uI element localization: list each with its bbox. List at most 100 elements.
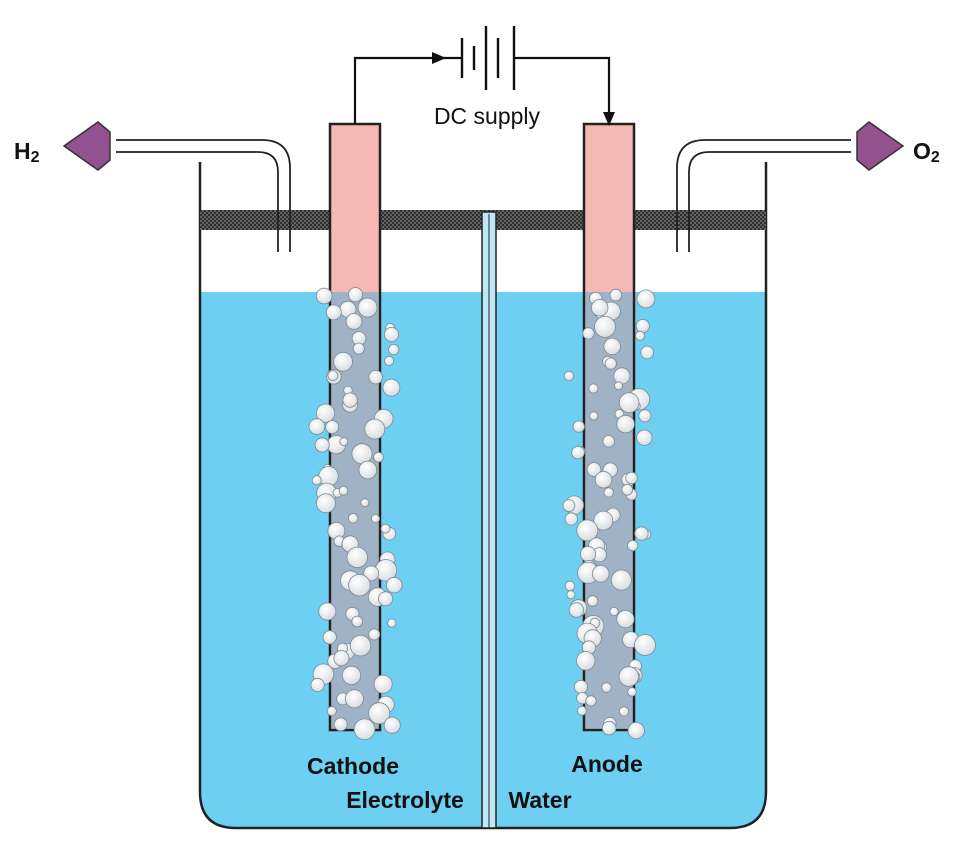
gas-bubble (383, 716, 401, 734)
gas-bubble (580, 546, 597, 563)
gas-bubble (566, 590, 576, 600)
gas-bubble (339, 437, 349, 447)
gas-bubble (388, 343, 400, 356)
oxygen-subscript: 2 (931, 149, 940, 166)
gas-bubble (634, 526, 649, 541)
gas-bubble (593, 510, 614, 531)
gas-bubble (586, 595, 599, 607)
gas-bubble (618, 666, 640, 687)
dc-battery-icon (460, 26, 516, 90)
gas-bubble (308, 418, 326, 435)
gas-bubble (373, 674, 393, 694)
gas-bubble (344, 689, 364, 709)
gas-bubble (348, 513, 359, 524)
gas-bubble (621, 483, 633, 496)
gas-bubble (322, 630, 337, 645)
gas-bubble (572, 420, 585, 433)
gas-bubble (640, 345, 654, 360)
hydrogen-symbol: H (14, 138, 31, 164)
gas-bubble (387, 618, 397, 628)
hydrogen-arrow (62, 121, 111, 171)
anode-label: Anode (571, 751, 643, 777)
gas-bubble (382, 378, 401, 397)
gas-bubble (333, 351, 353, 372)
gas-bubble (636, 429, 653, 446)
dc-supply-label: DC supply (434, 103, 541, 129)
gas-bubble (616, 414, 635, 434)
oxygen-bubbles (562, 288, 656, 740)
gas-bubble (353, 718, 376, 741)
gas-bubble (346, 546, 369, 569)
gas-bubble (347, 287, 363, 303)
gas-bubble (591, 564, 610, 583)
gas-bubble (635, 318, 650, 333)
gas-bubble (341, 665, 362, 686)
gas-bubble (383, 326, 399, 342)
gas-bubble (602, 435, 615, 448)
gas-bubble (315, 287, 333, 305)
hydrogen-label: H2 (14, 138, 40, 166)
gas-bubble (616, 609, 635, 629)
gas-bubble (601, 720, 617, 736)
gas-bubble (582, 327, 595, 340)
gas-bubble (610, 569, 632, 591)
gas-bubble (352, 342, 365, 355)
gas-bubble (636, 289, 656, 309)
gas-bubble (604, 357, 617, 370)
gas-bubble (591, 299, 609, 317)
hydrogen-bubbles (308, 287, 403, 741)
hydrogen-outlet-tube (116, 139, 291, 252)
gas-bubble (562, 499, 576, 513)
gas-bubble (609, 606, 619, 617)
gas-bubble (351, 615, 364, 628)
gas-bubble (325, 304, 342, 321)
gas-bubble (370, 514, 380, 524)
gas-bubble (333, 650, 350, 667)
gas-bubble (326, 706, 337, 717)
hydrogen-subscript: 2 (31, 149, 40, 166)
water-label: Water (508, 787, 571, 813)
current-arrow-head (603, 112, 615, 126)
gas-bubble (573, 679, 588, 694)
gas-bubble (594, 315, 616, 338)
gas-bubble (345, 313, 363, 330)
gas-bubble (627, 687, 637, 697)
gas-bubble (618, 706, 630, 717)
gas-bubble (585, 695, 597, 707)
gas-bubble (380, 523, 391, 534)
gas-bubble (386, 576, 403, 594)
gas-bubble (564, 580, 576, 592)
gas-bubble (588, 383, 599, 394)
gas-bubble (618, 392, 640, 413)
oxygen-symbol: O (913, 138, 931, 164)
gas-bubble (638, 409, 652, 423)
gas-bubble (564, 512, 578, 526)
gas-bubble (613, 367, 631, 385)
gas-bubble (311, 475, 322, 486)
circuit-wire (353, 56, 611, 124)
gas-bubble (360, 498, 370, 508)
gas-bubble (315, 493, 336, 514)
gas-bubble (601, 682, 612, 693)
gas-bubble (348, 574, 371, 597)
gas-bubble (315, 403, 336, 423)
gas-bubble (342, 392, 358, 408)
gas-bubble (338, 485, 349, 496)
gas-bubble (586, 462, 602, 477)
gas-bubble (363, 565, 380, 582)
gas-bubble (634, 634, 656, 656)
gas-bubble (625, 471, 638, 485)
gas-bubble (333, 717, 348, 732)
gas-bubble (576, 651, 596, 671)
gas-bubble (563, 370, 575, 381)
gas-bubble (589, 411, 599, 421)
gas-bubble (635, 330, 646, 341)
oxygen-label: O2 (913, 138, 940, 166)
oxygen-outlet-tube (676, 139, 851, 252)
gas-bubble (364, 418, 386, 440)
separator-membrane (481, 211, 497, 829)
oxygen-arrow (856, 121, 905, 171)
gas-bubble (614, 381, 623, 391)
gas-bubble (358, 460, 378, 480)
